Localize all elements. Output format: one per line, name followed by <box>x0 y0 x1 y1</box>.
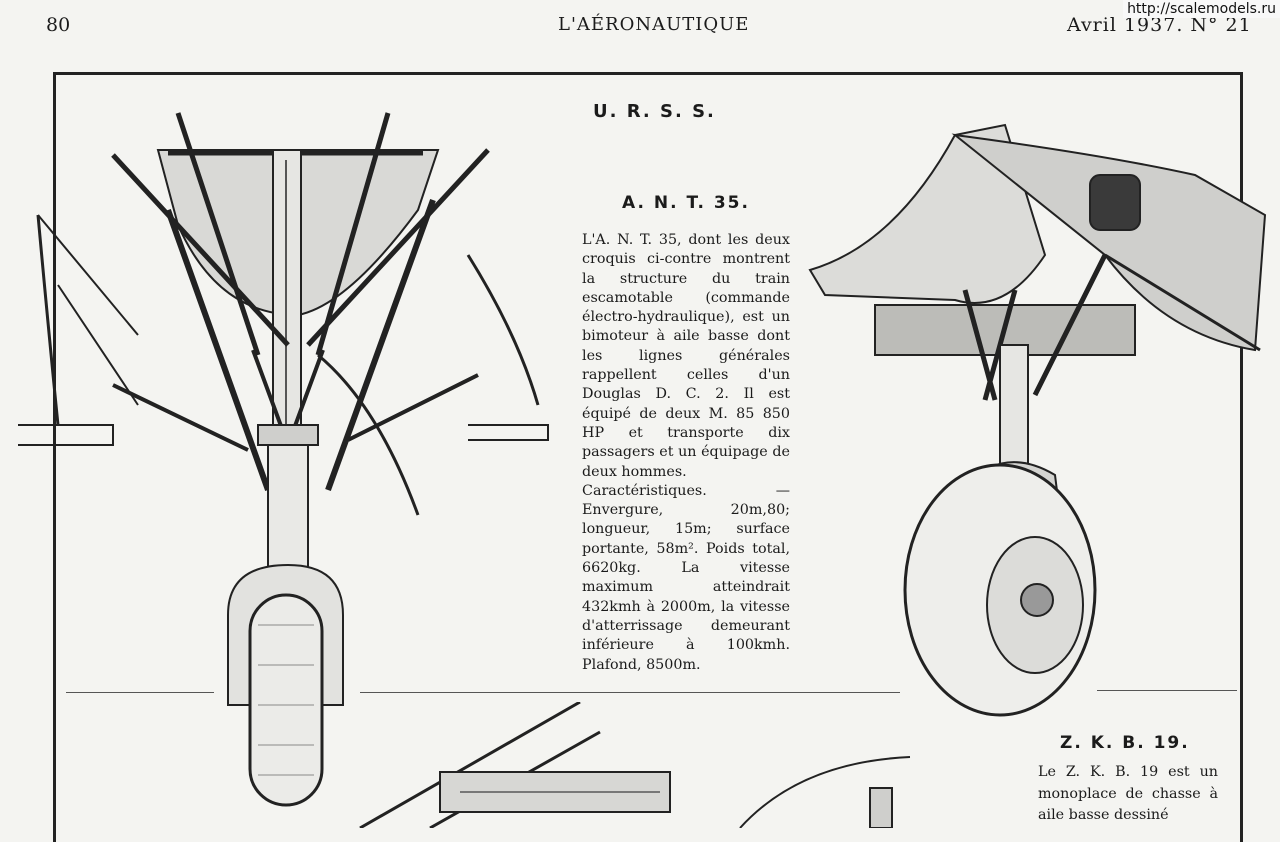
section-title: U. R. S. S. <box>593 101 716 122</box>
ant35-article: L'A. N. T. 35, dont les deux croquis ci-… <box>582 231 790 675</box>
separator-rule-right <box>1097 690 1237 691</box>
zkb19-article: Le Z. K. B. 19 est un monoplace de chass… <box>1038 764 1218 823</box>
watermark-link[interactable]: http://scalemodels.ru <box>1123 0 1280 18</box>
ant35-description: L'A. N. T. 35, dont les deux croquis ci-… <box>582 232 790 480</box>
ant35-heading: A. N. T. 35. <box>622 193 750 213</box>
ant35-characteristics: Caractéristiques. — Envergure, 20m,80; l… <box>582 482 790 673</box>
page-number: 80 <box>46 14 71 36</box>
landing-gear-front-drawing <box>18 112 549 807</box>
separator-rule-center <box>360 692 900 693</box>
landing-gear-main-drawing <box>808 123 1267 717</box>
separator-rule-left <box>66 692 214 693</box>
issue-label: Avril 1937. N° 21 <box>1067 14 1252 36</box>
journal-title: L'AÉRONAUTIQUE <box>558 14 750 35</box>
zkb19-structure-drawing <box>359 702 911 828</box>
zkb19-heading: Z. K. B. 19. <box>1060 733 1190 753</box>
page-frame <box>53 72 1243 842</box>
